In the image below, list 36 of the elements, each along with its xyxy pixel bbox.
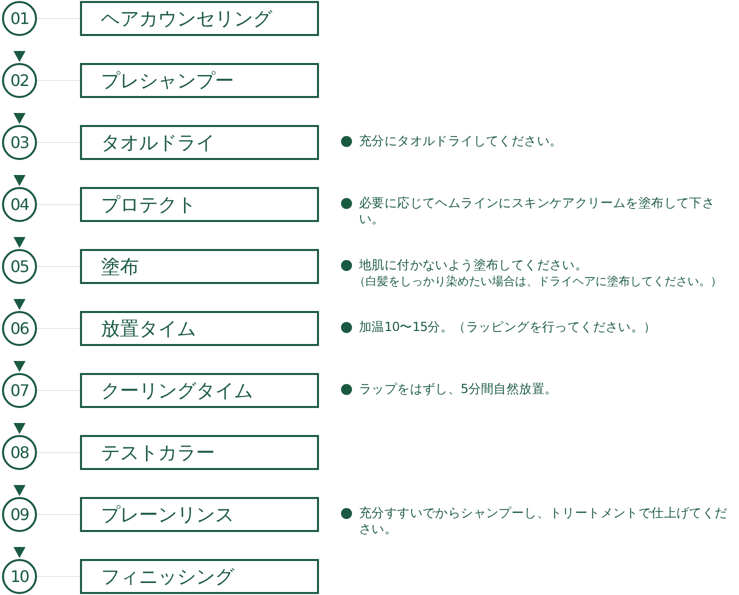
step-box: 塗布 (80, 249, 319, 284)
step-note: 地肌に付かないよう塗布してください。 (359, 257, 588, 273)
step-box: プレシャンプー (80, 63, 319, 98)
down-arrow (14, 113, 26, 124)
step-box: 放置タイム (80, 311, 319, 346)
step-note: ラップをはずし、5分間自然放置。 (359, 381, 558, 397)
step-note: 必要に応じてヘムラインにスキンケアクリームを塗布して下さい。 (359, 195, 716, 227)
step-box: テストカラー (80, 435, 319, 470)
down-arrow (14, 423, 26, 434)
step-number-circle: 10 (2, 559, 37, 594)
down-arrow (14, 485, 26, 496)
step-box: ヘアカウンセリング (80, 1, 319, 36)
step-number-circle: 05 (2, 249, 37, 284)
down-arrow (14, 547, 26, 558)
step-number-circle: 06 (2, 311, 37, 346)
down-arrow (14, 237, 26, 248)
step-note: （白髪をしっかり染めたい場合は、ドライヘアに塗布してください。） (354, 273, 723, 289)
step-box: フィニッシング (80, 559, 319, 594)
step-number-circle: 03 (2, 125, 37, 160)
down-arrow (14, 299, 26, 310)
down-arrow (14, 51, 26, 62)
down-arrow (14, 175, 26, 186)
step-number-circle: 09 (2, 497, 37, 532)
step-note: 充分すすいでからシャンプーし、トリートメントで仕上げてください。 (359, 505, 728, 537)
down-arrow (14, 361, 26, 372)
step-number-circle: 02 (2, 63, 37, 98)
step-number-circle: 01 (2, 1, 37, 36)
step-number-circle: 08 (2, 435, 37, 470)
step-box: プレーンリンス (80, 497, 319, 532)
step-box: クーリングタイム (80, 373, 319, 408)
step-note: 充分にタオルドライしてください。 (359, 133, 562, 149)
step-note: 加温10〜15分。（ラッピングを行ってください。） (359, 319, 656, 335)
step-number-circle: 04 (2, 187, 37, 222)
step-number-circle: 07 (2, 373, 37, 408)
step-box: タオルドライ (80, 125, 319, 160)
step-box: プロテクト (80, 187, 319, 222)
